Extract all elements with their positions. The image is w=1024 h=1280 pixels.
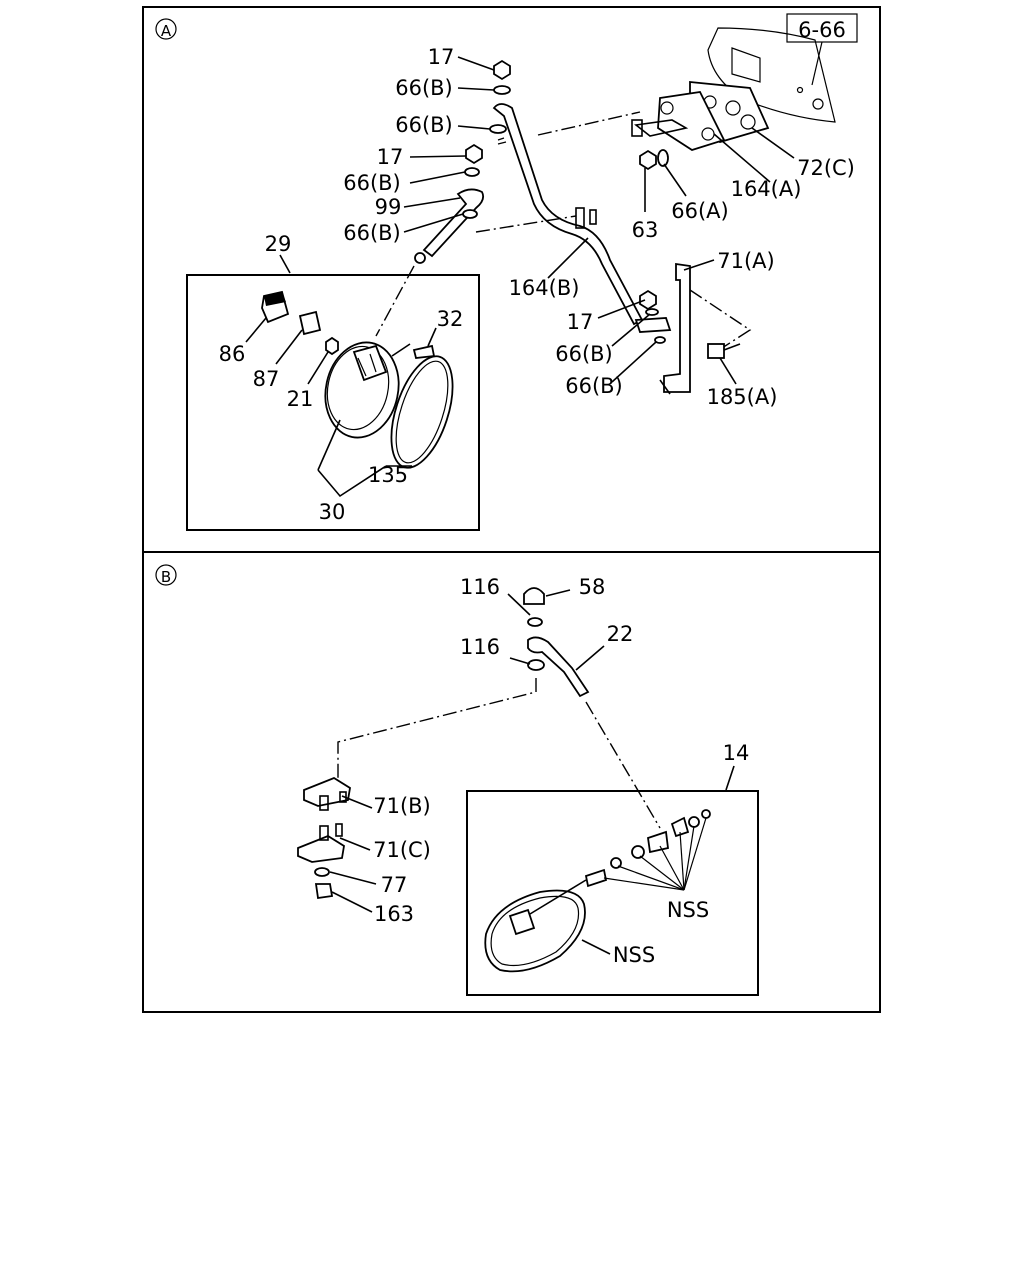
bolt-185a bbox=[707, 343, 725, 359]
washer-116-1 bbox=[527, 617, 543, 627]
section-b-marker: B bbox=[155, 564, 177, 586]
washer-66b-4 bbox=[462, 209, 478, 219]
label-nss-parts: NSS bbox=[667, 898, 709, 922]
mirror-arm-164b bbox=[492, 103, 644, 326]
label-22: 22 bbox=[607, 622, 634, 646]
nut-163 bbox=[314, 883, 334, 900]
section-b-marker-text: B bbox=[161, 568, 171, 586]
ring-135 bbox=[390, 355, 454, 469]
label-21: 21 bbox=[287, 387, 314, 411]
washer-66b-2 bbox=[489, 124, 507, 134]
label-87: 87 bbox=[253, 367, 280, 391]
label-116-1: 116 bbox=[460, 575, 500, 599]
stay-22 bbox=[527, 636, 590, 698]
label-66b-a5: 66(B) bbox=[555, 342, 613, 366]
ref-box-text: 6-66 bbox=[798, 18, 846, 42]
label-nss-mirror: NSS bbox=[613, 943, 655, 967]
label-17-a1: 17 bbox=[428, 45, 455, 69]
washer-66b-3 bbox=[464, 167, 480, 177]
ref-leader bbox=[811, 41, 823, 86]
cab-panel-cutout bbox=[731, 47, 761, 83]
label-77: 77 bbox=[381, 873, 408, 897]
section-b-frame bbox=[142, 551, 881, 1013]
label-29: 29 bbox=[265, 232, 292, 256]
label-71a: 71(A) bbox=[717, 249, 774, 273]
nut-17-low bbox=[639, 289, 657, 311]
label-135: 135 bbox=[368, 463, 408, 487]
section-b-drawing: 116 58 116 22 14 71(B) 71(C) 77 163 NSS … bbox=[297, 575, 759, 996]
nut-17-top bbox=[493, 59, 511, 81]
bracket-164a bbox=[657, 91, 726, 151]
label-30: 30 bbox=[319, 500, 346, 524]
label-66b-a6: 66(B) bbox=[565, 374, 623, 398]
section-a-marker: A bbox=[155, 18, 177, 40]
section-a-marker-text: A bbox=[161, 22, 172, 40]
label-66b-a4: 66(B) bbox=[343, 221, 401, 245]
label-63: 63 bbox=[632, 218, 659, 242]
label-99: 99 bbox=[375, 195, 402, 219]
mirror-nss bbox=[484, 889, 586, 973]
screw-32 bbox=[412, 344, 436, 359]
label-14: 14 bbox=[723, 741, 750, 765]
nut-21 bbox=[325, 336, 339, 356]
washer-77 bbox=[314, 867, 330, 877]
label-58: 58 bbox=[579, 575, 606, 599]
label-163: 163 bbox=[374, 902, 414, 926]
label-71c: 71(C) bbox=[373, 838, 431, 862]
part-87 bbox=[298, 310, 322, 336]
label-17-a2: 17 bbox=[377, 145, 404, 169]
detail-box-29 bbox=[186, 274, 480, 531]
label-164b: 164(B) bbox=[509, 276, 580, 300]
washer-66b-5 bbox=[645, 308, 659, 316]
section-a-drawing: 6-66 bbox=[186, 13, 858, 531]
washer-66a bbox=[657, 149, 669, 167]
nut-63 bbox=[639, 149, 657, 171]
label-66b-a3: 66(B) bbox=[343, 171, 401, 195]
bracket-71b bbox=[303, 776, 351, 807]
label-66b-a1: 66(B) bbox=[395, 76, 453, 100]
label-71b: 71(B) bbox=[373, 794, 431, 818]
nut-17-mid bbox=[465, 143, 483, 165]
label-72c: 72(C) bbox=[797, 156, 855, 180]
washer-66b-1 bbox=[493, 85, 511, 95]
cab-panel bbox=[707, 27, 836, 123]
washer-116-2 bbox=[527, 659, 545, 671]
label-164a: 164(A) bbox=[731, 177, 802, 201]
stay-99 bbox=[422, 188, 485, 258]
label-66b-a2: 66(B) bbox=[395, 113, 453, 137]
label-116-2: 116 bbox=[460, 635, 500, 659]
label-17-a3: 17 bbox=[567, 310, 594, 334]
label-66a: 66(A) bbox=[671, 199, 728, 223]
detail-box-14 bbox=[466, 790, 759, 996]
cap-nut-58 bbox=[523, 587, 545, 605]
label-86: 86 bbox=[219, 342, 246, 366]
washer-66b-6 bbox=[654, 336, 666, 344]
bracket-71a bbox=[663, 262, 691, 393]
label-32: 32 bbox=[437, 307, 464, 331]
label-185a: 185(A) bbox=[707, 385, 778, 409]
